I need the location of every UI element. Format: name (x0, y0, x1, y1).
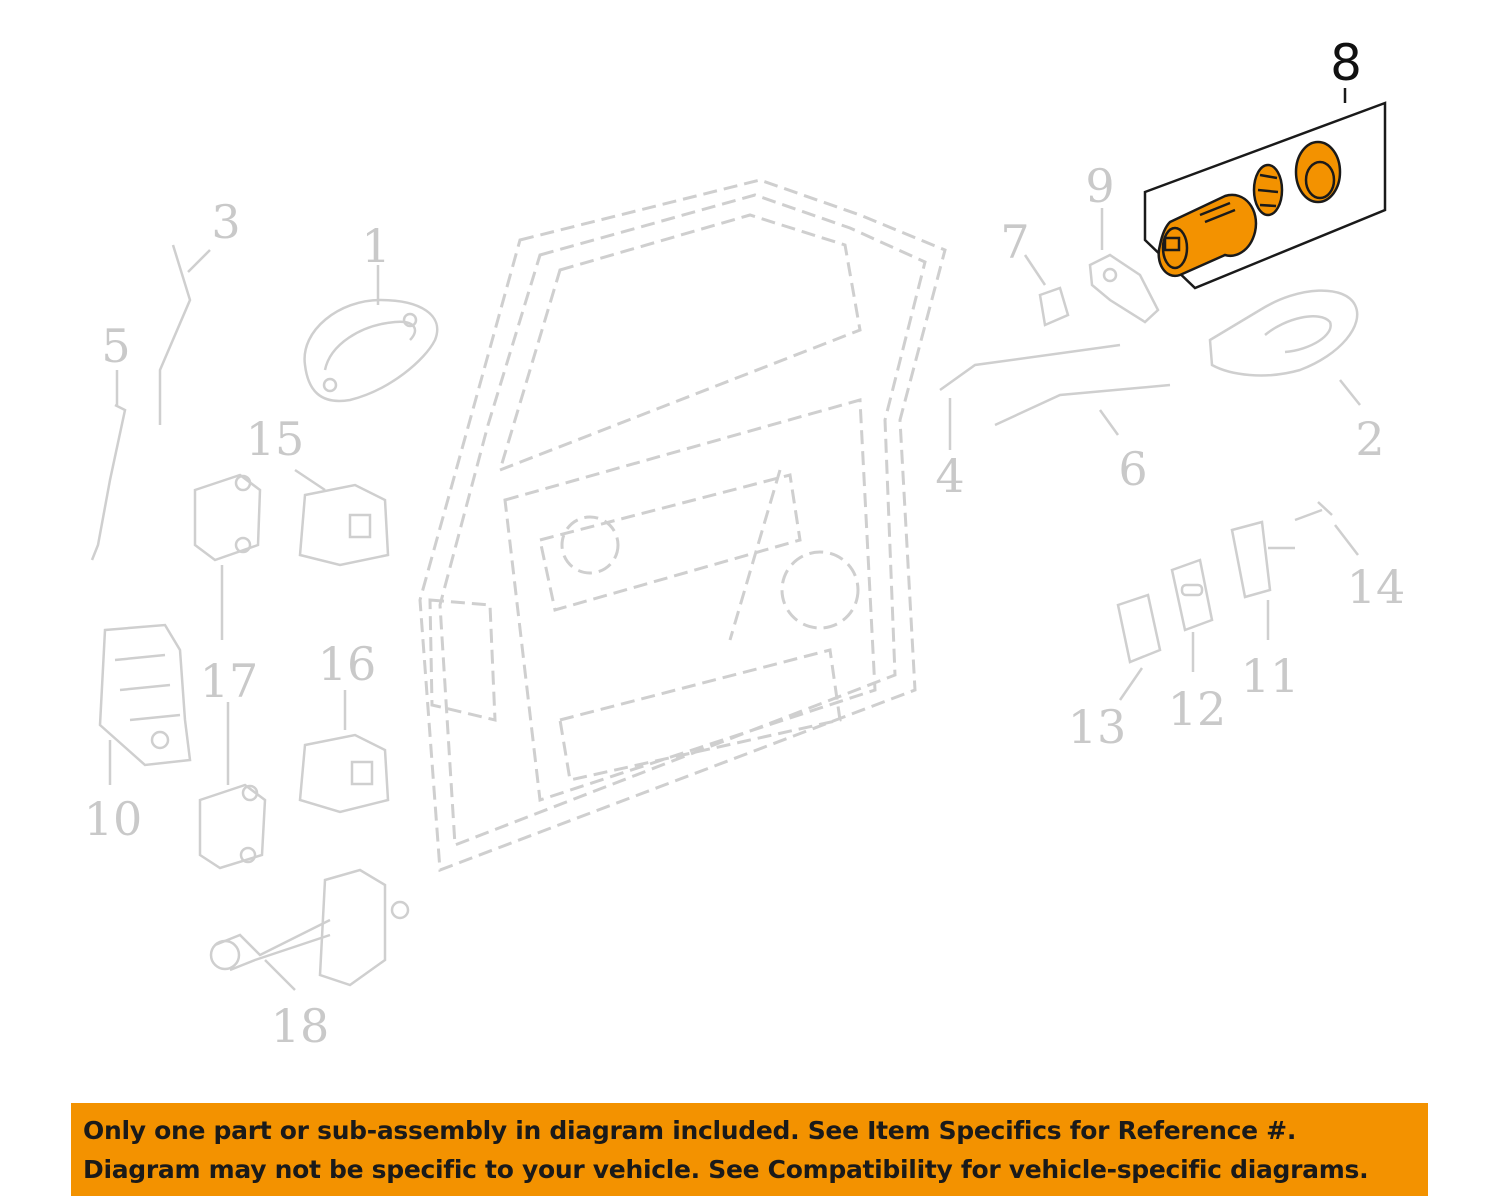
part-14-screw (1294, 501, 1333, 522)
part-5-rod (90, 403, 127, 561)
part-10-latch (98, 623, 192, 767)
part-4-rod (939, 343, 1121, 392)
part-11-striker (1230, 520, 1295, 599)
leader-lines (108, 208, 1361, 991)
part-12-shim (1170, 558, 1214, 632)
callout-6: 6 (1118, 442, 1147, 496)
callout-14: 14 (1347, 560, 1406, 614)
callout-12: 12 (1168, 682, 1227, 736)
callout-1: 1 (361, 219, 390, 273)
lock-cylinder (1157, 193, 1258, 278)
part-15-hinge (298, 483, 390, 567)
disclaimer-line-2: Diagram may not be specific to your vehi… (83, 1155, 1369, 1184)
part-9-bracket (1088, 253, 1160, 324)
part-13-shim (1116, 593, 1162, 664)
callout-10: 10 (84, 792, 143, 846)
callout-labels: 1 2 3 4 5 6 7 9 10 11 12 13 14 15 16 17 … (84, 159, 1406, 1053)
callout-5: 5 (101, 319, 130, 373)
callout-11: 11 (1241, 649, 1300, 703)
part-17-hinge-lower (198, 783, 267, 870)
callout-15: 15 (246, 412, 305, 466)
callout-7: 7 (1000, 215, 1029, 269)
disclaimer-line-1: Only one part or sub-assembly in diagram… (83, 1116, 1297, 1145)
callout-18: 18 (271, 999, 330, 1053)
callout-2: 2 (1355, 412, 1384, 466)
callout-16: 16 (318, 637, 377, 691)
callout-3: 3 (211, 195, 240, 249)
part-16-hinge (298, 733, 390, 814)
disclaimer-banner: Only one part or sub-assembly in diagram… (71, 1103, 1428, 1196)
callout-17: 17 (200, 654, 259, 708)
door-frame (418, 178, 947, 873)
part-2-inside-handle (1208, 289, 1359, 377)
part-7-clip (1038, 286, 1070, 327)
callout-9: 9 (1085, 159, 1114, 213)
callout-13: 13 (1068, 700, 1127, 754)
part-8-lock-cylinder-group: 8 (1143, 34, 1387, 290)
part-18-check-link (209, 868, 410, 987)
parts-diagram: 1 2 3 4 5 6 7 9 10 11 12 13 14 15 16 17 … (84, 34, 1406, 1053)
part-1-outside-handle (303, 298, 439, 403)
lock-retainer (1252, 163, 1284, 217)
part-17-hinge-upper (193, 473, 262, 562)
part-6-rod (994, 383, 1171, 427)
part-3-rod (158, 244, 192, 425)
lock-bezel (1294, 140, 1342, 204)
callout-4: 4 (935, 449, 964, 503)
callout-8: 8 (1330, 34, 1362, 92)
